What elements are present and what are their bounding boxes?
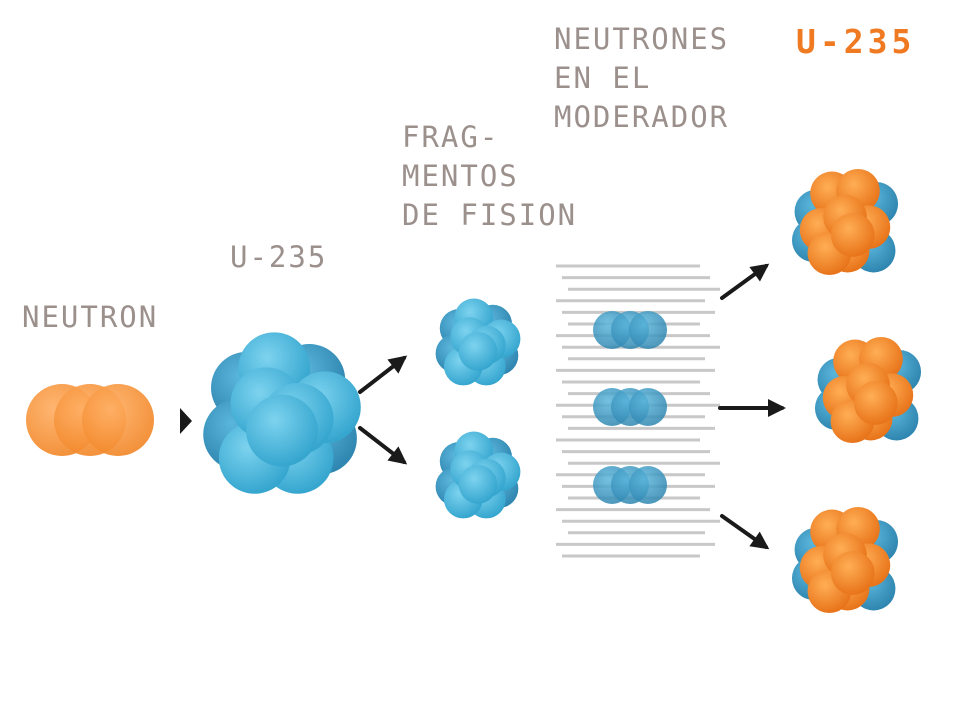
arrow-icon <box>180 408 192 434</box>
fission-fragment-icon <box>435 298 521 386</box>
fragments-label-line-3: DE FISION <box>402 198 578 232</box>
neutron-label: NEUTRON <box>22 300 159 334</box>
fission-fragment-icon <box>435 431 521 519</box>
neutron-cluster-icon <box>26 384 154 456</box>
moderated-neutron-icon <box>593 388 667 426</box>
arrow-icon <box>358 426 408 465</box>
u235-product-nucleus-icon <box>791 506 899 614</box>
moderator-label-line-2: EN EL <box>554 61 652 95</box>
fragments-label-line-1: FRAG- <box>402 120 500 154</box>
moderator-label: NEUTRONES EN EL MODERADOR <box>554 20 729 137</box>
moderator-label-line-1: NEUTRONES <box>554 22 730 56</box>
diagram-nodes <box>26 168 922 614</box>
moderator-label-line-3: MODERADOR <box>554 100 730 134</box>
arrow-icon <box>720 514 770 550</box>
fragments-label-line-2: MENTOS <box>402 159 519 193</box>
moderated-neutron-icon <box>593 311 667 349</box>
u235-products-label: U-235 <box>796 22 916 61</box>
arrow-icon <box>718 399 786 417</box>
moderated-neutron-icon <box>593 466 667 504</box>
fragments-label: FRAG- MENTOS DE FISION <box>402 118 577 235</box>
arrow-icon <box>720 263 770 300</box>
diagram-arrows <box>180 263 786 550</box>
u235-product-nucleus-icon <box>814 336 922 444</box>
arrow-icon <box>358 355 408 394</box>
u235-target-label: U-235 <box>230 240 328 274</box>
u235-product-nucleus-icon <box>791 168 899 276</box>
u235-nucleus-icon <box>203 332 361 494</box>
